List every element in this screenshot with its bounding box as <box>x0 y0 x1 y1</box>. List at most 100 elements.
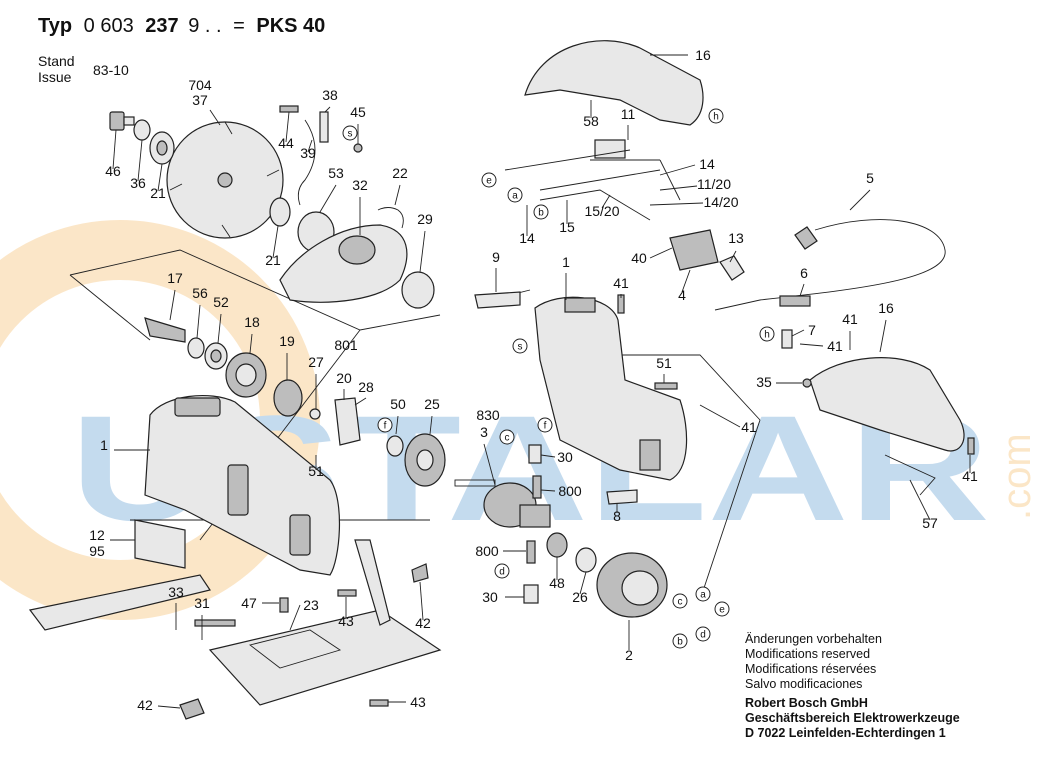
callout-letter: f <box>544 421 547 432</box>
part-number-label-p38: 38 <box>322 87 338 103</box>
typ-number-c: 9 . . <box>188 15 222 37</box>
part-number-label-p42a: 42 <box>415 615 431 631</box>
callout-circle <box>507 187 523 203</box>
leader-line-p41d <box>699 404 741 428</box>
leader-line-p704 <box>209 109 221 126</box>
part-number-label-p800b: 800 <box>475 543 499 559</box>
part-number-label-p15_20: 15/20 <box>584 203 619 219</box>
callout-letter: h <box>764 330 770 341</box>
callout-c_e2: e <box>714 601 730 617</box>
part-number-label-p46: 46 <box>105 163 121 179</box>
screw-43b <box>369 699 389 707</box>
parallel-guide <box>28 574 211 631</box>
part-number-label-p5: 5 <box>866 170 874 186</box>
typ-number-a: 0 603 <box>83 15 134 37</box>
stand-label: Stand <box>38 53 75 69</box>
part-number-label-p7: 7 <box>808 322 816 338</box>
leader-line-p21a <box>157 163 163 192</box>
header-type-line: Typ 0 603 237 9 . . = PKS 40 <box>38 15 325 38</box>
part-number-label-p29: 29 <box>417 211 433 227</box>
callout-c_a1: a <box>507 187 523 203</box>
callout-letter: a <box>700 590 706 601</box>
carbon-brush-800b <box>526 540 536 564</box>
part-number-label-p15: 15 <box>559 219 575 235</box>
part-number-label-p3: 3 <box>480 424 488 440</box>
part-number-label-p21a: 21 <box>150 185 166 201</box>
callout-circle <box>695 586 711 602</box>
company-address: D 7022 Leinfelden-Echterdingen 1 <box>745 726 946 740</box>
part-number-label-p47: 47 <box>241 595 257 611</box>
handle-16-top <box>524 40 704 126</box>
callout-circle <box>695 626 711 642</box>
leader-line-p38 <box>324 106 331 113</box>
callout-c_f1: f <box>377 417 393 433</box>
part-number-label-p95: 95 <box>89 543 105 559</box>
blade-flange-inner <box>269 197 291 227</box>
bevel-gear-25 <box>404 433 446 487</box>
label-plate-9 <box>474 291 521 309</box>
part-number-label-p32: 32 <box>352 177 368 193</box>
part-number-label-p51b: 51 <box>656 355 672 371</box>
callout-letter: s <box>348 129 353 140</box>
part-number-label-p52: 52 <box>213 294 229 310</box>
part-number-label-p50: 50 <box>390 396 406 412</box>
part-number-label-p6: 6 <box>800 265 808 281</box>
leader-line-p56 <box>196 304 201 339</box>
equals-sign: = <box>233 15 245 37</box>
brush-holder-30a <box>528 444 542 464</box>
screw-51 <box>654 382 678 390</box>
part-number-label-p1a: 1 <box>100 437 108 453</box>
callout-letter: e <box>486 176 492 187</box>
company-name: Robert Bosch GmbH <box>745 696 868 710</box>
leader-line-p40 <box>649 247 673 259</box>
part-number-label-p39: 39 <box>300 145 316 161</box>
guard-spring-22 <box>377 207 404 229</box>
leader-line-p42a <box>419 581 424 621</box>
nut-35 <box>802 378 812 388</box>
gear-wheel-19 <box>273 379 303 417</box>
part-number-label-p41a: 41 <box>613 275 629 291</box>
part-number-label-p41c: 41 <box>827 338 843 354</box>
brush-holder-30b <box>523 584 539 604</box>
leader-line-p30a <box>540 454 556 458</box>
carbon-brush-800a <box>532 475 542 499</box>
note-line-de: Änderungen vorbehalten <box>745 632 882 646</box>
callout-letter: b <box>677 637 683 648</box>
screw-47 <box>279 597 289 613</box>
callout-c_h1: h <box>708 108 724 124</box>
part-number-label-p19: 19 <box>279 333 295 349</box>
spring-lever <box>319 111 329 143</box>
callout-circle <box>533 204 549 220</box>
callout-letter: b <box>538 208 544 219</box>
callout-c_s2: s <box>512 338 528 354</box>
leader-line-p52 <box>217 313 222 344</box>
callout-circle <box>512 338 528 354</box>
leader-line-p21b <box>272 225 279 259</box>
leader-line-p14a <box>659 164 696 176</box>
callout-circle <box>499 429 515 445</box>
clamp-7 <box>781 329 793 349</box>
leader-line-p41c <box>799 343 824 347</box>
watermark-domain: .com <box>995 433 1039 520</box>
part-number-label-p801: 801 <box>334 337 358 353</box>
part-number-label-p8: 8 <box>613 508 621 524</box>
callout-circle <box>759 326 775 342</box>
company-division: Geschäftsbereich Elektrowerkzeuge <box>745 711 960 725</box>
part-number-label-p41b: 41 <box>842 311 858 327</box>
leader-line-p26 <box>579 571 587 595</box>
part-number-label-p48: 48 <box>549 575 565 591</box>
o-ring-29 <box>401 271 435 309</box>
wing-nut-42b <box>179 698 205 720</box>
part-number-label-p51a: 51 <box>308 463 324 479</box>
part-number-label-p18: 18 <box>244 314 260 330</box>
leader-line-p28 <box>354 397 367 406</box>
note-line-es: Salvo modificaciones <box>745 677 863 691</box>
leader-line-p3 <box>483 443 496 486</box>
issue-value: 83-10 <box>93 62 129 78</box>
callout-circle <box>708 108 724 124</box>
switch-button-13 <box>719 255 745 281</box>
bearing-48 <box>546 532 568 558</box>
scale-rail-31 <box>194 619 236 627</box>
part-number-label-p11_20: 11/20 <box>697 176 731 192</box>
allen-key-57 <box>884 454 936 496</box>
